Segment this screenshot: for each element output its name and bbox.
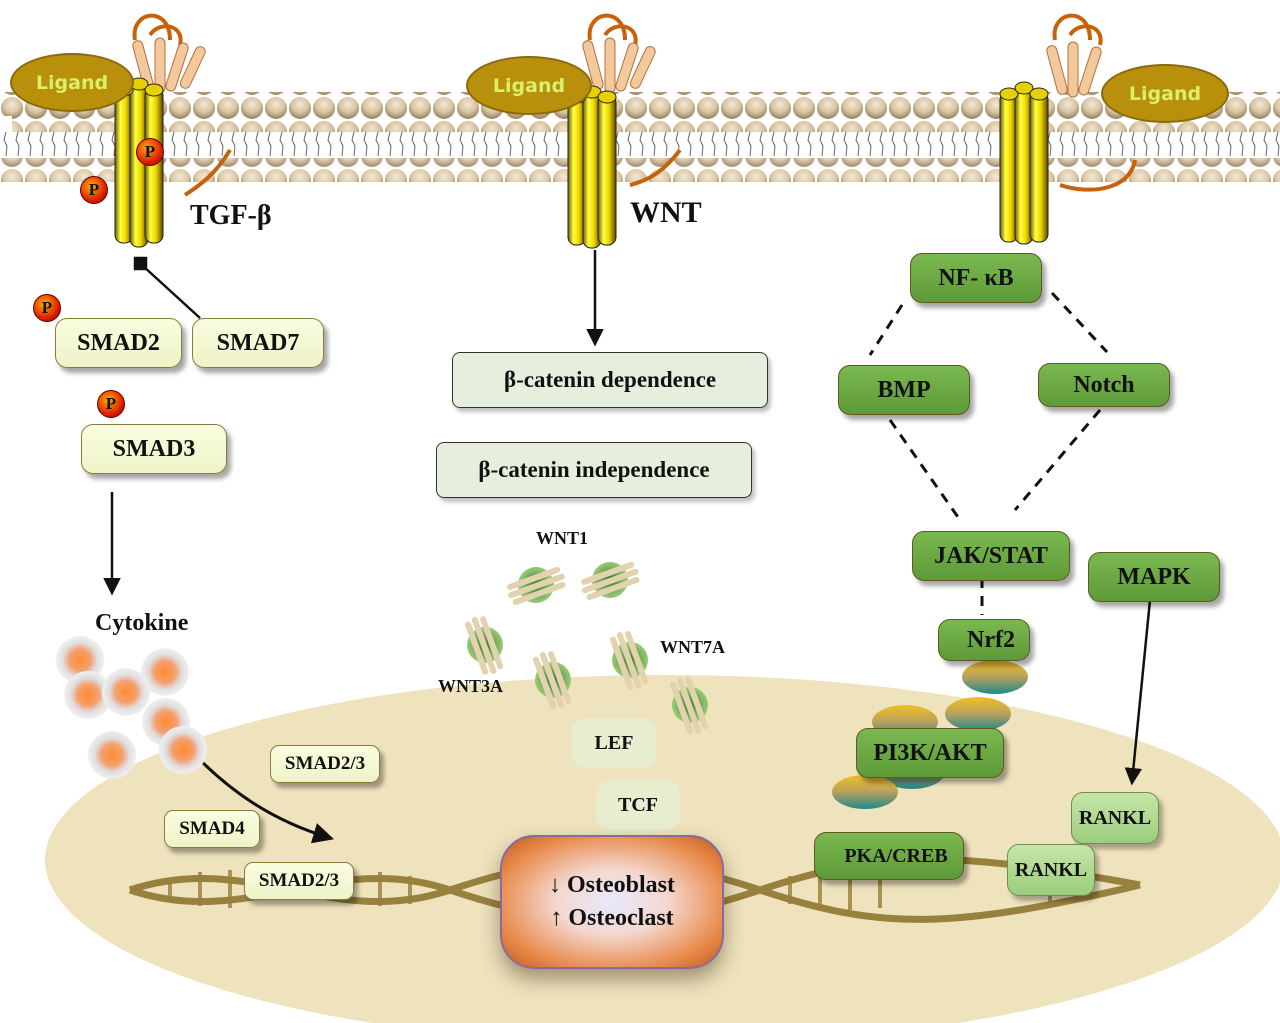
- pka-creb-node: PKA/CREB: [814, 832, 964, 880]
- nuclear-smad4: SMAD4: [164, 810, 260, 848]
- smad2-node: SMAD2: [55, 318, 182, 368]
- bmp-node: BMP: [838, 365, 970, 415]
- gpcr-protein-right: [1052, 13, 1137, 192]
- wnt-title: WNT: [630, 196, 702, 229]
- tcf-node: TCF: [596, 780, 680, 830]
- cytokine-particles: [56, 636, 207, 779]
- ligand-right: Ligand: [1101, 64, 1229, 123]
- pi3k-akt-node: PI3K/AKT: [856, 728, 1004, 778]
- cytokine-label: Cytokine: [95, 610, 189, 636]
- bone-outcome-box: ↓ Osteoblast ↑ Osteoclast: [500, 835, 724, 969]
- nuclear-smad23-upper: SMAD2/3: [270, 745, 380, 783]
- wnt3a-label: WNT3A: [438, 676, 504, 696]
- lef-node: LEF: [572, 718, 656, 768]
- rankl-node-upper: RANKL: [1071, 792, 1159, 844]
- smad7-node: SMAD7: [192, 318, 324, 368]
- crosstalk-dashed-lines: [868, 291, 1109, 615]
- wnt1-label: WNT1: [536, 528, 589, 548]
- beta-catenin-dependence-node: β-catenin dependence: [452, 352, 768, 408]
- notch-node: Notch: [1038, 363, 1170, 407]
- mapk-node: MAPK: [1088, 552, 1220, 602]
- smad7-inhibition-line: [133, 256, 201, 319]
- phosphate-icon: P: [136, 138, 164, 166]
- wnt7a-label: WNT7A: [660, 637, 726, 657]
- tgf-beta-title: TGF-β: [190, 200, 272, 231]
- cytokine-to-nucleus-arrow: [196, 756, 335, 844]
- osteoblast-decrease: ↓ Osteoblast: [549, 872, 675, 898]
- nfkb-node: NF- κB: [910, 253, 1042, 303]
- jak-stat-node: JAK/STAT: [912, 531, 1070, 581]
- phosphate-icon: P: [80, 176, 108, 204]
- beta-catenin-independence-node: β-catenin independence: [436, 442, 752, 498]
- nrf2-node: Nrf2: [938, 619, 1030, 661]
- smad3-node: SMAD3: [81, 424, 227, 474]
- nfkb-receptor: [999, 81, 1049, 245]
- gpcr-protein-left: [132, 13, 232, 197]
- wnt-receptor: [567, 85, 617, 249]
- wnt-proteins: [464, 561, 709, 735]
- rankl-node-lower: RANKL: [1007, 844, 1095, 896]
- phosphate-icon: P: [97, 390, 125, 418]
- phosphate-icon: P: [33, 294, 61, 322]
- nuclear-smad23-lower: SMAD2/3: [244, 862, 354, 900]
- mapk-to-rankl-arrow: [1124, 599, 1152, 786]
- ligand-tgf: Ligand: [10, 53, 134, 112]
- gpcr-protein-middle: [587, 13, 682, 187]
- cell-membrane: [0, 92, 1280, 182]
- ligand-wnt: Ligand: [466, 56, 592, 115]
- osteoclast-increase: ↑ Osteoclast: [550, 905, 674, 931]
